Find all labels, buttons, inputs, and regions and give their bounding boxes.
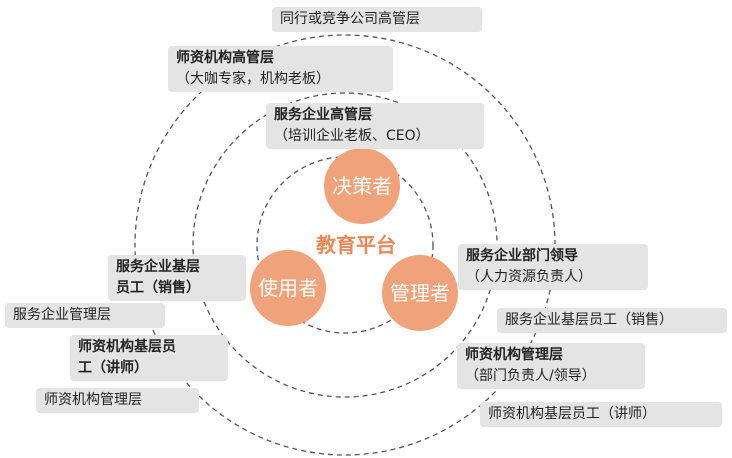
label-dept-lead-sub: （人力资源负责人） bbox=[466, 269, 592, 285]
label-service-exec: 服务企业高管层 （培训企业老板、CEO） bbox=[266, 103, 484, 149]
label-service-staff-left-title: 服务企业基层 bbox=[116, 259, 200, 275]
role-decision-node: 决策者 bbox=[324, 148, 400, 224]
label-service-staff-left: 服务企业基层 员工（销售） bbox=[108, 255, 246, 301]
label-teacher-staff-left-title: 师资机构基层员 bbox=[78, 339, 176, 355]
label-service-mgmt-text: 服务企业管理层 bbox=[13, 307, 111, 323]
label-teacher-mgmt-left: 师资机构管理层 bbox=[36, 388, 199, 413]
label-service-staff-right: 服务企业基层员工（销售） bbox=[497, 308, 727, 333]
role-manager-label: 管理者 bbox=[390, 281, 450, 305]
label-teacher-staff-left-sub: 工（讲师） bbox=[78, 360, 148, 376]
label-teacher-staff-right: 师资机构基层员工（讲师） bbox=[480, 402, 722, 427]
label-service-exec-title: 服务企业高管层 bbox=[274, 107, 372, 123]
role-user-label: 使用者 bbox=[258, 276, 318, 300]
label-peer-exec: 同行或竞争公司高管层 bbox=[272, 7, 482, 32]
label-service-exec-sub: （培训企业老板、CEO） bbox=[274, 128, 430, 144]
label-peer-exec-text: 同行或竞争公司高管层 bbox=[280, 11, 420, 27]
label-teacher-mgmt-title: 师资机构管理层 bbox=[465, 347, 563, 363]
center-label: 教育平台 bbox=[316, 233, 396, 257]
label-teacher-staff-left: 师资机构基层员 工（讲师） bbox=[70, 335, 228, 381]
role-manager-node: 管理者 bbox=[382, 255, 458, 331]
label-teacher-mgmt: 师资机构管理层 （部门负责人/领导） bbox=[457, 343, 645, 389]
label-teacher-staff-right-text: 师资机构基层员工（讲师） bbox=[488, 406, 656, 422]
label-dept-lead: 服务企业部门领导 （人力资源负责人） bbox=[458, 244, 648, 290]
role-decision-label: 决策者 bbox=[332, 174, 392, 198]
role-user-node: 使用者 bbox=[250, 250, 326, 326]
label-service-staff-left-sub: 员工（销售） bbox=[116, 280, 200, 296]
label-teacher-mgmt-sub: （部门负责人/领导） bbox=[465, 368, 596, 384]
label-dept-lead-title: 服务企业部门领导 bbox=[466, 248, 578, 264]
label-service-staff-right-text: 服务企业基层员工（销售） bbox=[505, 312, 673, 328]
label-teacher-mgmt-left-text: 师资机构管理层 bbox=[44, 392, 142, 408]
label-teacher-exec-title: 师资机构高管层 bbox=[176, 50, 274, 66]
label-teacher-exec-sub: （大咖专家，机构老板） bbox=[176, 71, 330, 87]
label-service-mgmt: 服务企业管理层 bbox=[5, 303, 165, 328]
label-teacher-exec: 师资机构高管层 （大咖专家，机构老板） bbox=[168, 46, 393, 92]
